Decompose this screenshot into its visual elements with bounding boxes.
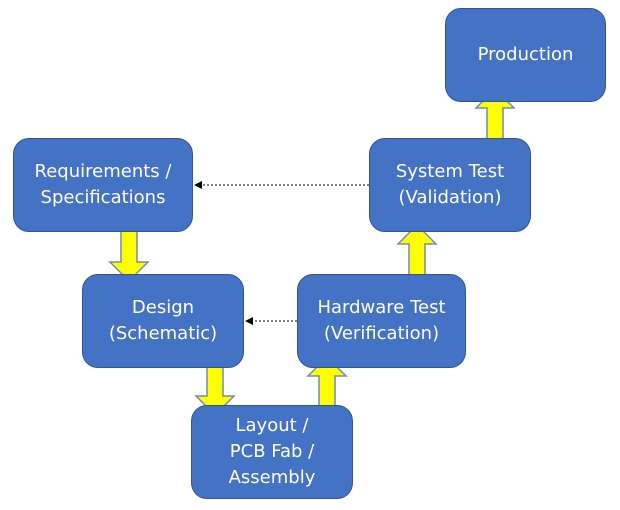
node-label: Production (477, 44, 574, 65)
node-label: Specifications (40, 187, 166, 208)
node-design: Design (Schematic) (82, 274, 244, 368)
node-production: Production (445, 8, 606, 102)
node-label: (Validation) (398, 187, 502, 208)
node-label: Requirements / (34, 161, 172, 182)
node-label: Design (131, 297, 195, 318)
node-label: System Test (395, 161, 505, 182)
node-system-test: System Test (Validation) (369, 138, 531, 232)
node-hardware-test: Hardware Test (Verification) (297, 274, 466, 368)
node-label: Hardware Test (317, 297, 446, 318)
node-label: (Schematic) (108, 323, 218, 344)
node-label: Layout / (235, 415, 309, 436)
node-requirements: Requirements / Specifications (13, 138, 193, 232)
node-label: (Verification) (323, 323, 440, 344)
node-label: PCB Fab / (229, 441, 315, 462)
node-layout: Layout / PCB Fab / Assembly (191, 405, 353, 499)
node-label: Assembly (228, 467, 316, 488)
